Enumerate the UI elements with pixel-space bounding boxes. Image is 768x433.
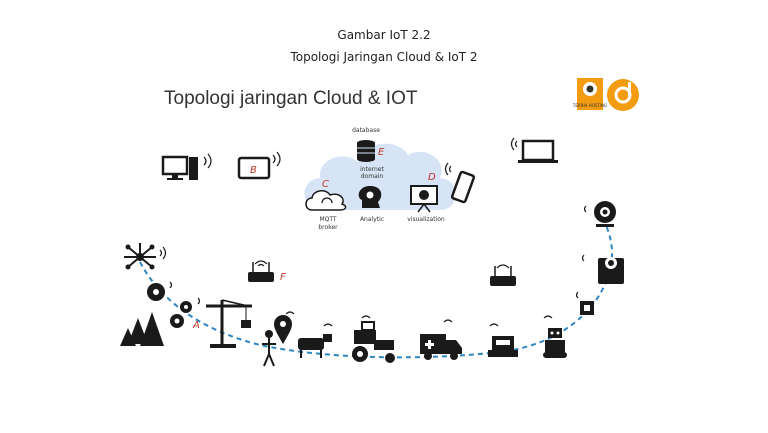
marker-b: B	[250, 165, 257, 176]
domain-label: domain	[361, 173, 384, 180]
slide-panel	[118, 74, 650, 374]
iot-dashed-connection-path	[139, 224, 614, 359]
database-label: database	[352, 127, 380, 134]
tractor-icon	[352, 321, 395, 363]
network-hub-icon	[124, 243, 167, 270]
analytic-head-gear-icon	[358, 186, 382, 208]
terria-hosting-logo: TERRIA HOSTING	[572, 78, 607, 110]
marker-a: A	[192, 320, 200, 331]
wifi-signals-icon	[169, 205, 587, 327]
marker-c: C	[322, 179, 329, 190]
crane-icon	[206, 299, 252, 348]
marker-d: D	[428, 172, 436, 183]
logo-text: TERRIA HOSTING	[572, 103, 607, 108]
webcam-icon	[594, 201, 616, 227]
marker-e: E	[378, 147, 385, 158]
database-icon	[357, 140, 375, 162]
skeleton-icon	[262, 330, 276, 367]
visualization-presentation-icon	[410, 185, 438, 213]
ambulance-icon	[420, 334, 462, 360]
smart-door-sensor-icon	[598, 257, 624, 284]
slide-title: Topologi jaringan Cloud & IOT	[164, 88, 418, 109]
figure-caption-title: Gambar IoT 2.2	[337, 28, 431, 42]
gears-icon	[170, 301, 192, 328]
internet-label: internet	[360, 166, 384, 173]
location-pin-icon	[274, 315, 292, 344]
cow-icon	[298, 334, 332, 358]
mqtt-cloud-sync-icon	[305, 190, 347, 211]
orange-circle-logo-icon	[607, 79, 639, 111]
figure-caption-subtitle: Topologi Jaringan Cloud & IoT 2	[290, 50, 478, 64]
visualization-label: visualization	[407, 216, 445, 223]
broker-label: broker	[318, 224, 338, 231]
laptop-icon	[510, 137, 558, 163]
microchip-icon	[580, 301, 594, 315]
analytic-label: Analytic	[360, 216, 384, 223]
mqtt-label: MQTT	[319, 216, 336, 223]
desktop-computer-icon	[161, 153, 212, 180]
robot-icon	[543, 328, 567, 358]
cash-register-icon	[488, 336, 518, 357]
smartphone-icon	[444, 162, 476, 204]
router-right-icon	[490, 264, 516, 286]
gear-icon	[147, 283, 165, 301]
forest-trees-icon	[120, 312, 164, 346]
router-icon	[248, 260, 274, 282]
marker-f: F	[280, 272, 286, 283]
tablet-icon	[237, 151, 281, 180]
